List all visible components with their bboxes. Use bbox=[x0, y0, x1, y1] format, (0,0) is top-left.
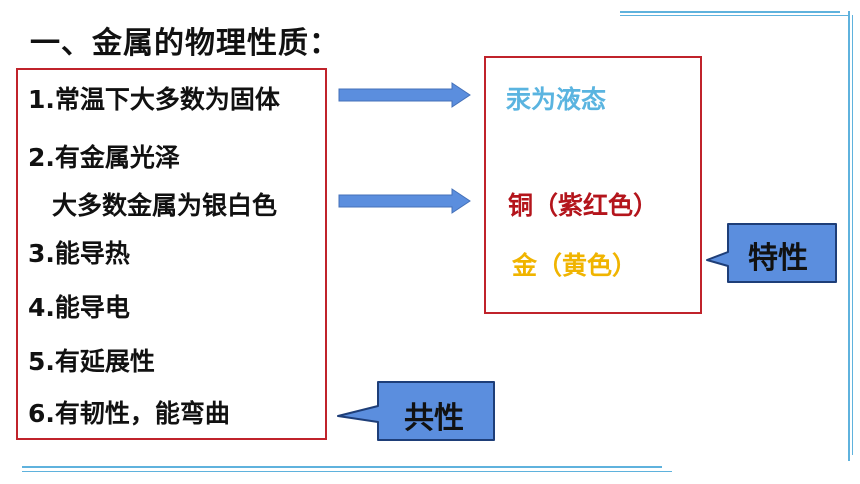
page-title: 一、金属的物理性质： bbox=[30, 26, 340, 61]
bottom-decor-line-2 bbox=[22, 471, 672, 472]
top-right-decor-line-2 bbox=[620, 15, 850, 16]
property-item: 4.能导电 bbox=[28, 293, 130, 322]
special-callout-label: 特性 bbox=[748, 241, 808, 276]
common-properties-box bbox=[16, 68, 327, 440]
arrow-right-icon bbox=[338, 188, 471, 214]
property-item: 1.常温下大多数为固体 bbox=[28, 85, 280, 114]
property-item: 大多数金属为银白色 bbox=[52, 191, 278, 220]
special-properties-box bbox=[484, 56, 702, 314]
right-decor-line bbox=[848, 11, 850, 461]
property-item: 2.有金属光泽 bbox=[28, 143, 180, 172]
property-item: 3.能导热 bbox=[28, 239, 130, 268]
top-right-decor-line bbox=[620, 11, 840, 13]
property-item: 5.有延展性 bbox=[28, 347, 155, 376]
special-callout-shape bbox=[706, 223, 837, 283]
exception-copper: 铜（紫红色） bbox=[508, 191, 659, 220]
bottom-decor-line bbox=[22, 466, 662, 468]
common-callout-shape bbox=[337, 381, 495, 441]
property-item: 6.有韧性，能弯曲 bbox=[28, 399, 230, 428]
arrow-right-icon bbox=[338, 82, 471, 108]
exception-mercury: 汞为液态 bbox=[506, 85, 607, 114]
exception-gold: 金（黄色） bbox=[512, 251, 638, 280]
right-decor-line-2 bbox=[852, 15, 853, 455]
common-callout-label: 共性 bbox=[404, 401, 464, 436]
